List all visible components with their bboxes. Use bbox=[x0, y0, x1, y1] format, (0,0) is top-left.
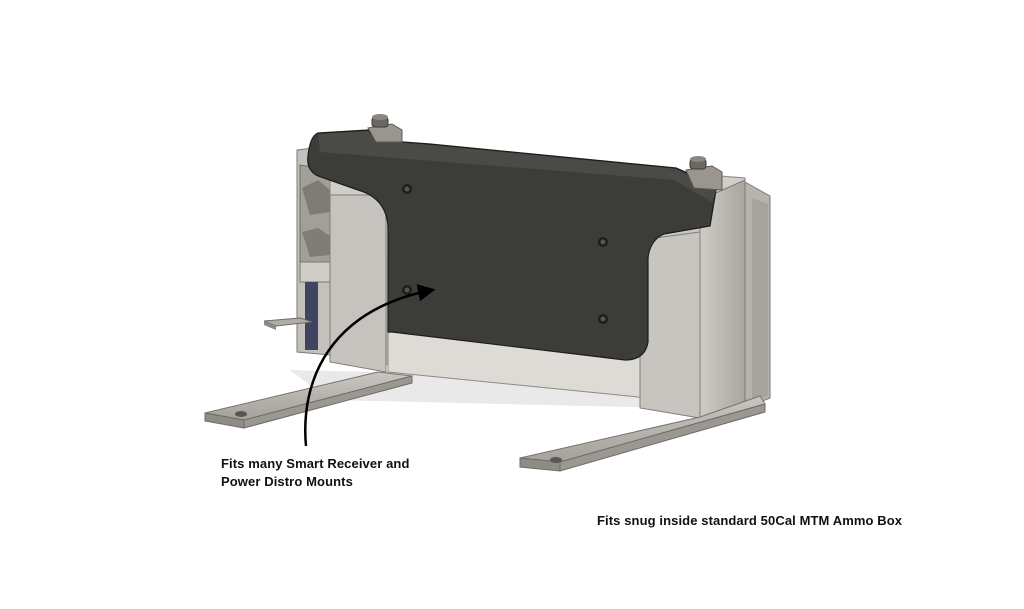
left-screw-clip bbox=[367, 114, 403, 143]
callout-arrow bbox=[304, 284, 436, 447]
ammo-box-caption: Fits snug inside standard 50Cal MTM Ammo… bbox=[597, 513, 903, 528]
mounts-caption: Fits many Smart Receiver and Power Distr… bbox=[221, 455, 451, 491]
left-inner-wall bbox=[329, 194, 387, 373]
right-screw-clip bbox=[685, 156, 723, 191]
mounting-plate bbox=[307, 129, 717, 361]
right-side-wall bbox=[639, 179, 771, 419]
mounts-caption-line1: Fits many Smart Receiver and bbox=[221, 456, 410, 471]
mounts-caption-line2: Power Distro Mounts bbox=[221, 474, 353, 489]
right-foot bbox=[519, 395, 766, 472]
